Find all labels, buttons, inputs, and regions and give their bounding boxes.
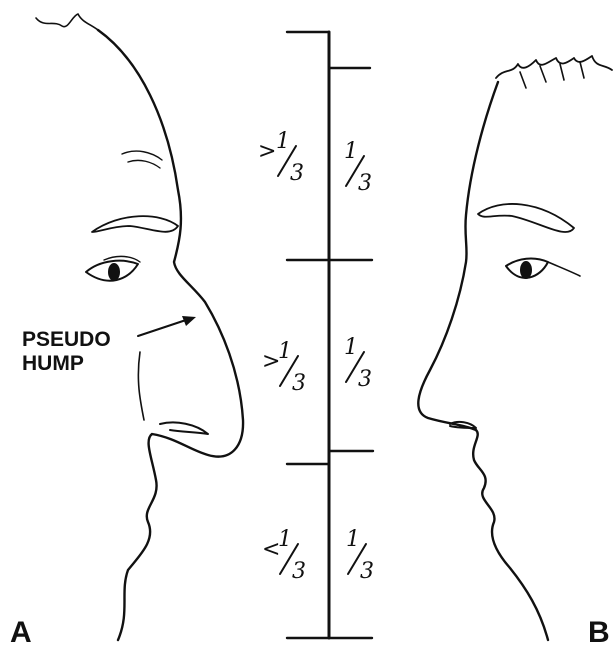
left-face-profile xyxy=(36,14,243,640)
right-hair-scribble xyxy=(496,56,612,78)
ruler-left-labels: > 1 3 > 1 3 < 1 3 xyxy=(258,129,306,584)
right-label-upper: 1 3 xyxy=(344,139,372,196)
left-label-upper-prefix: > xyxy=(258,139,276,164)
proportion-ruler xyxy=(287,32,373,638)
right-label-middle-den: 3 xyxy=(358,367,372,392)
panel-letter-b: B xyxy=(588,616,610,647)
left-label-upper-den: 3 xyxy=(290,161,304,186)
left-profile-line xyxy=(98,30,243,640)
right-label-upper-den: 3 xyxy=(358,171,372,196)
right-eye-lash xyxy=(548,262,580,276)
left-eyebrow xyxy=(92,216,178,232)
annotation-line-1: PSEUDO xyxy=(22,328,111,351)
right-face-profile xyxy=(418,56,612,640)
left-label-middle-num: 1 xyxy=(278,339,292,364)
right-label-lower: 1 3 xyxy=(346,527,374,584)
right-eyebrow xyxy=(478,204,574,232)
left-temple-wrinkle xyxy=(122,151,162,168)
left-label-upper: > 1 3 xyxy=(258,129,304,186)
left-nostril xyxy=(160,422,208,434)
annotation-line-2: HUMP xyxy=(22,352,84,375)
annotation-arrow-head xyxy=(182,316,196,326)
right-iris xyxy=(520,261,532,279)
left-label-lower-num: 1 xyxy=(278,527,292,552)
left-hair-scribble xyxy=(36,14,98,30)
right-label-lower-den: 3 xyxy=(360,559,374,584)
pseudo-hump-annotation: PSEUDO HUMP xyxy=(22,316,196,375)
right-label-middle-num: 1 xyxy=(344,335,358,360)
left-label-lower: < 1 3 xyxy=(262,527,306,584)
left-label-lower-den: 3 xyxy=(292,559,306,584)
left-cheek-line xyxy=(138,352,144,420)
left-label-middle: > 1 3 xyxy=(262,339,306,396)
panel-letter-a: A xyxy=(10,616,32,647)
right-profile-line xyxy=(418,82,548,640)
left-iris xyxy=(108,263,120,281)
right-label-lower-num: 1 xyxy=(346,527,360,552)
right-label-middle: 1 3 xyxy=(344,335,372,392)
right-label-upper-num: 1 xyxy=(344,139,358,164)
left-label-upper-num: 1 xyxy=(276,129,290,154)
ruler-right-labels: 1 3 1 3 1 3 xyxy=(344,139,374,584)
left-label-middle-den: 3 xyxy=(292,371,306,396)
